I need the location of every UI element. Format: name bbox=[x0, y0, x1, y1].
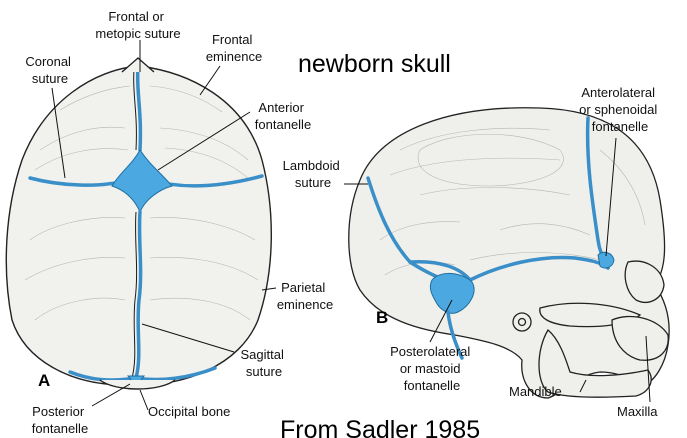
panel-b-letter: B bbox=[376, 308, 388, 327]
label-occipital-bone: Occipital bone bbox=[148, 404, 230, 419]
credit-text: From Sadler 1985 bbox=[280, 416, 480, 438]
label-posterior-fontanelle: Posterior fontanelle bbox=[32, 404, 88, 436]
label-parietal-eminence: Parietal eminence bbox=[277, 280, 333, 312]
label-frontal-suture: Frontal or metopic suture bbox=[95, 9, 180, 41]
occipital-bone-shape bbox=[100, 380, 175, 389]
label-mandible: Mandible bbox=[509, 384, 562, 399]
label-anterolateral-fontanelle: Anterolateral or sphenoidal fontanelle bbox=[579, 85, 661, 134]
label-maxilla: Maxilla bbox=[617, 404, 658, 419]
page-title: newborn skull bbox=[298, 50, 451, 78]
label-posterolateral-fontanelle: Posterolateral or mastoid fontanelle bbox=[390, 344, 474, 393]
label-sagittal-suture: Sagittal suture bbox=[241, 347, 288, 379]
panel-a-letter: A bbox=[38, 371, 50, 390]
label-anterior-fontanelle: Anterior fontanelle bbox=[255, 100, 311, 132]
skull-superior-view bbox=[6, 58, 271, 389]
label-frontal-eminence: Frontal eminence bbox=[206, 32, 262, 64]
label-lambdoid-suture: Lambdoid suture bbox=[283, 158, 344, 190]
label-coronal-suture: Coronal suture bbox=[25, 54, 74, 86]
